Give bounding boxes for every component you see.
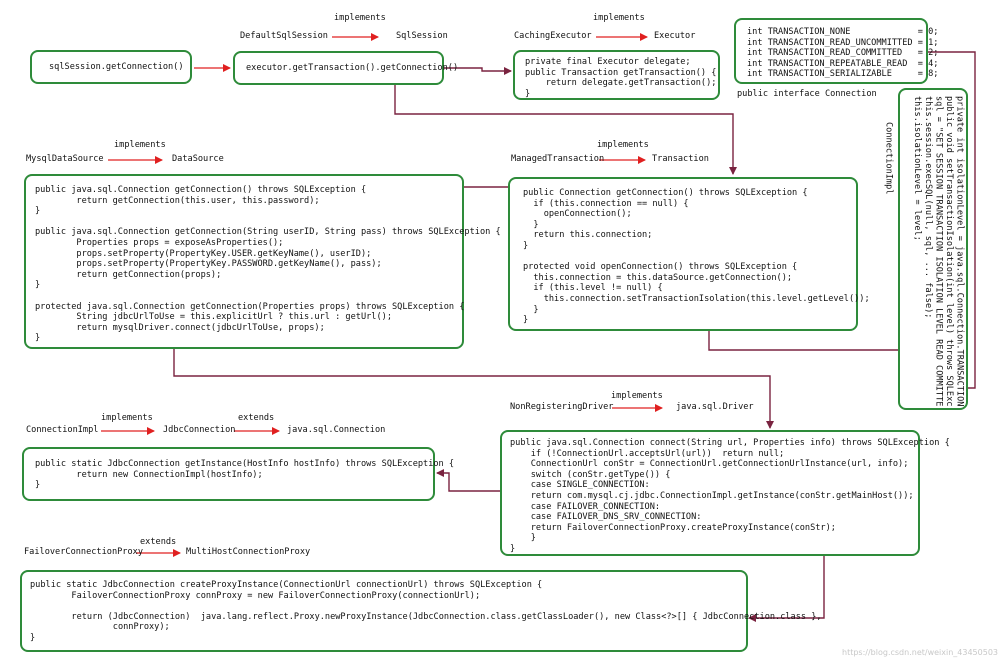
connectionimpl-get-instance-box: public static JdbcConnection getInstance… [22, 447, 454, 501]
default-sql-session-label: DefaultSqlSession [240, 31, 328, 41]
sql-session-label: SqlSession [396, 31, 448, 41]
caching-executor-code: private final Executor delegate; public … [525, 57, 717, 99]
implements-label: implements [593, 13, 645, 23]
driver-connect-code: public java.sql.Connection connect(Strin… [510, 438, 950, 554]
transaction-label: Transaction [652, 154, 709, 164]
mysql-datasource-code-box: public java.sql.Connection getConnection… [24, 174, 501, 349]
executor-get-transaction-text: executor.getTransaction().getConnection(… [246, 63, 459, 73]
extends-label: extends [238, 413, 275, 423]
managed-transaction-code: public Connection getConnection() throws… [523, 188, 870, 326]
extends-label: extends [140, 537, 177, 547]
watermark-text: https://blog.csdn.net/weixin_43450503 [842, 648, 999, 657]
driver-connect-code-box: public java.sql.Connection connect(Strin… [500, 430, 950, 556]
non-registering-driver-label: NonRegisteringDriver [510, 402, 614, 412]
implements-label: implements [101, 413, 153, 423]
sqlsession-get-connection-box: sqlSession.getConnection() [30, 50, 192, 84]
failover-proxy-code-box: public static JdbcConnection createProxy… [20, 570, 822, 652]
transaction-constants-box: int TRANSACTION_NONE = 0; int TRANSACTIO… [734, 18, 938, 84]
mysql-datasource-code: public java.sql.Connection getConnection… [35, 185, 501, 344]
connectionimpl-vertical-label: ConnectionImpl [883, 122, 894, 195]
flow-arrow-to-caching-executor [442, 67, 512, 75]
connection-impl-label: ConnectionImpl [26, 425, 99, 435]
implements-label: implements [114, 140, 166, 150]
public-interface-connection-label: public interface Connection [737, 89, 877, 99]
connectionimpl-isolation-code: private int isolationLevel = java.sql.Co… [912, 96, 965, 406]
connectionimpl-isolation-box: private int isolationLevel = java.sql.Co… [898, 88, 968, 410]
implements-label: implements [611, 391, 663, 401]
java-sql-driver-label: java.sql.Driver [676, 402, 754, 412]
datasource-label: DataSource [172, 154, 224, 164]
executor-label: Executor [654, 31, 696, 41]
implements-label: implements [597, 140, 649, 150]
failover-proxy-code: public static JdbcConnection createProxy… [30, 580, 822, 643]
caching-executor-code-box: private final Executor delegate; public … [513, 50, 720, 100]
managed-transaction-label: ManagedTransaction [511, 154, 605, 164]
failover-connection-proxy-label: FailoverConnectionProxy [24, 547, 143, 557]
implements-label: implements [334, 13, 386, 23]
sqlsession-get-connection-text: sqlSession.getConnection() [49, 62, 184, 72]
multihost-connection-proxy-label: MultiHostConnectionProxy [186, 547, 311, 557]
managed-transaction-code-box: public Connection getConnection() throws… [508, 177, 870, 331]
transaction-constants-code: int TRANSACTION_NONE = 0; int TRANSACTIO… [747, 27, 939, 80]
connectionimpl-get-instance-code: public static JdbcConnection getInstance… [35, 459, 455, 491]
flow-arrow-to-driver-connect [173, 349, 774, 429]
jdbc-connection-label: JdbcConnection [163, 425, 236, 435]
caching-executor-label: CachingExecutor [514, 31, 592, 41]
executor-get-transaction-box: executor.getTransaction().getConnection(… [233, 51, 458, 85]
flow-arrow-to-managed-transaction [394, 84, 737, 175]
java-sql-connection-label: java.sql.Connection [287, 425, 386, 435]
flow-arrow-to-get-instance [436, 469, 516, 492]
mysql-datasource-label: MysqlDataSource [26, 154, 104, 164]
